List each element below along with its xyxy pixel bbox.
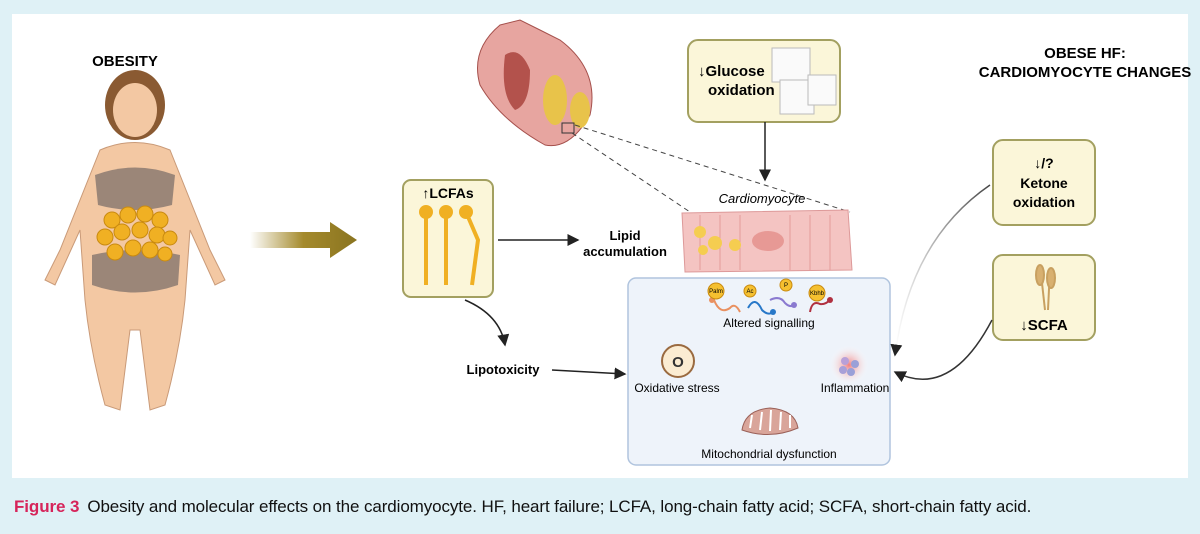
ketone-label: Ketone [1020,175,1068,191]
glucose-label: ↓Glucose [698,63,765,80]
lcfa-label: ↑LCFAs [422,185,474,201]
arrow [464,299,510,347]
superoxide-icon: O [661,344,695,378]
arrow [893,319,993,383]
wheat-icon [1035,264,1056,311]
ketone-label: ↓/? [1034,155,1053,171]
big-arrow [250,222,357,258]
caption-text: Obesity and molecular effects on the car… [87,497,1032,516]
altered-signalling-label: Altered signalling [723,316,814,330]
glucose-box: ↓Glucose oxidation [687,39,841,123]
inflammation-icon [829,345,869,385]
effects-box: Palm Ac P Kbhb Altered signalling O Oxid… [627,277,891,466]
inflammation-label: Inflammation [821,381,890,395]
o2-symbol: O [672,354,684,371]
lipid-accumulation-label: Lipid [609,228,640,243]
ketone-box: ↓/? Ketone oxidation [992,139,1096,226]
zoom-line [574,124,851,213]
figure-label: Figure 3 [14,497,80,516]
lipotoxicity-label: Lipotoxicity [467,362,541,377]
cardiomyocyte-label: Cardiomyocyte [719,191,806,206]
mitochondrion-icon [741,407,799,435]
sugar-cubes-icon [771,47,837,115]
mitochondrial-dysfunction-label: Mitochondrial dysfunction [701,447,836,461]
cardiomyocyte-cell [681,209,853,273]
ac-tag: Ac [746,289,753,295]
ketone-label: oxidation [1013,194,1075,210]
palm-tag: Palm [709,289,723,295]
scfa-label: ↓SCFA [1020,317,1068,334]
scfa-box: ↓SCFA [992,254,1096,341]
lcfa-box: ↑LCFAs [402,179,494,298]
p-tag: P [784,283,788,289]
obesity-title: OBESITY [92,53,158,70]
obese-woman-illustration [44,70,226,411]
arrow [890,184,991,357]
obese-hf-title-line2: CARDIOMYOCYTE CHANGES [979,64,1192,81]
figure-caption: Figure 3 Obesity and molecular effects on… [14,497,1186,517]
arrow [551,367,627,380]
oxidative-stress-label: Oxidative stress [634,381,719,395]
kbhb-tag: Kbhb [810,291,825,297]
heart-illustration [477,19,593,147]
lipid-accumulation-label: accumulation [583,244,667,259]
zoom-line [571,132,691,213]
signalling-icons: Palm Ac P Kbhb [707,278,833,315]
glucose-label: oxidation [708,82,775,99]
obese-hf-title-line1: OBESE HF: [1044,45,1126,62]
